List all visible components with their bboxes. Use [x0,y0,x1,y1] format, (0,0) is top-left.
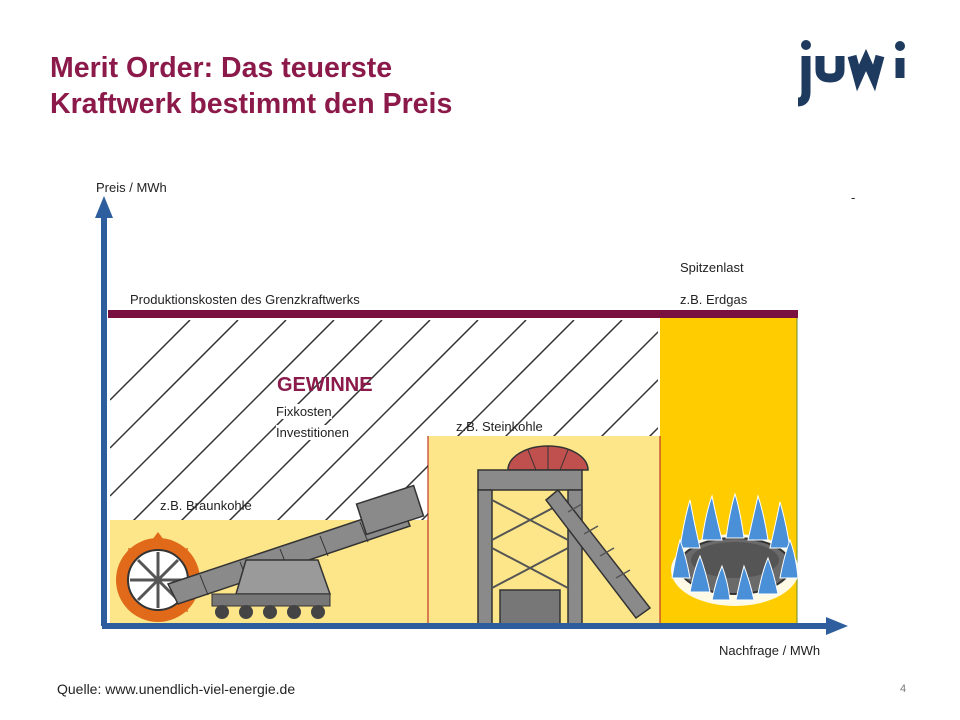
title-line-2: Kraftwerk bestimmt den Preis [50,88,453,120]
y-axis-label: Preis / MWh [96,180,167,195]
x-axis-label: Nachfrage / MWh [719,643,821,658]
braunkohle-label: z.B. Braunkohle [160,498,252,513]
dash-mark: - [851,190,856,205]
page-title: Merit Order: Das teuerste Kraftwerk best… [50,50,690,122]
title-line-1: Merit Order: Das teuerste [50,52,393,84]
axes [95,196,848,635]
spitzenlast-label: Spitzenlast [680,260,744,275]
page-number: 4 [900,683,907,695]
source-note: Quelle: www.unendlich-viel-energie.de [57,681,296,697]
price-line-label: Produktionskosten des Grenzkraftwerks [130,292,360,307]
gewinne-label: GEWINNE [277,374,373,396]
steinkohle-headframe-illustration [477,445,652,625]
braunkohle-excavator-illustration [116,484,425,622]
steinkohle-label: z.B. Steinkohle [456,419,543,434]
investitionen-label: Investitionen [276,425,349,440]
juwi-logo [797,40,905,107]
erdgas-label: z.B. Erdgas [680,292,748,307]
price-line [108,310,798,318]
fixkosten-label: Fixkosten [276,404,332,419]
erdgas-flame-illustration [671,492,799,606]
